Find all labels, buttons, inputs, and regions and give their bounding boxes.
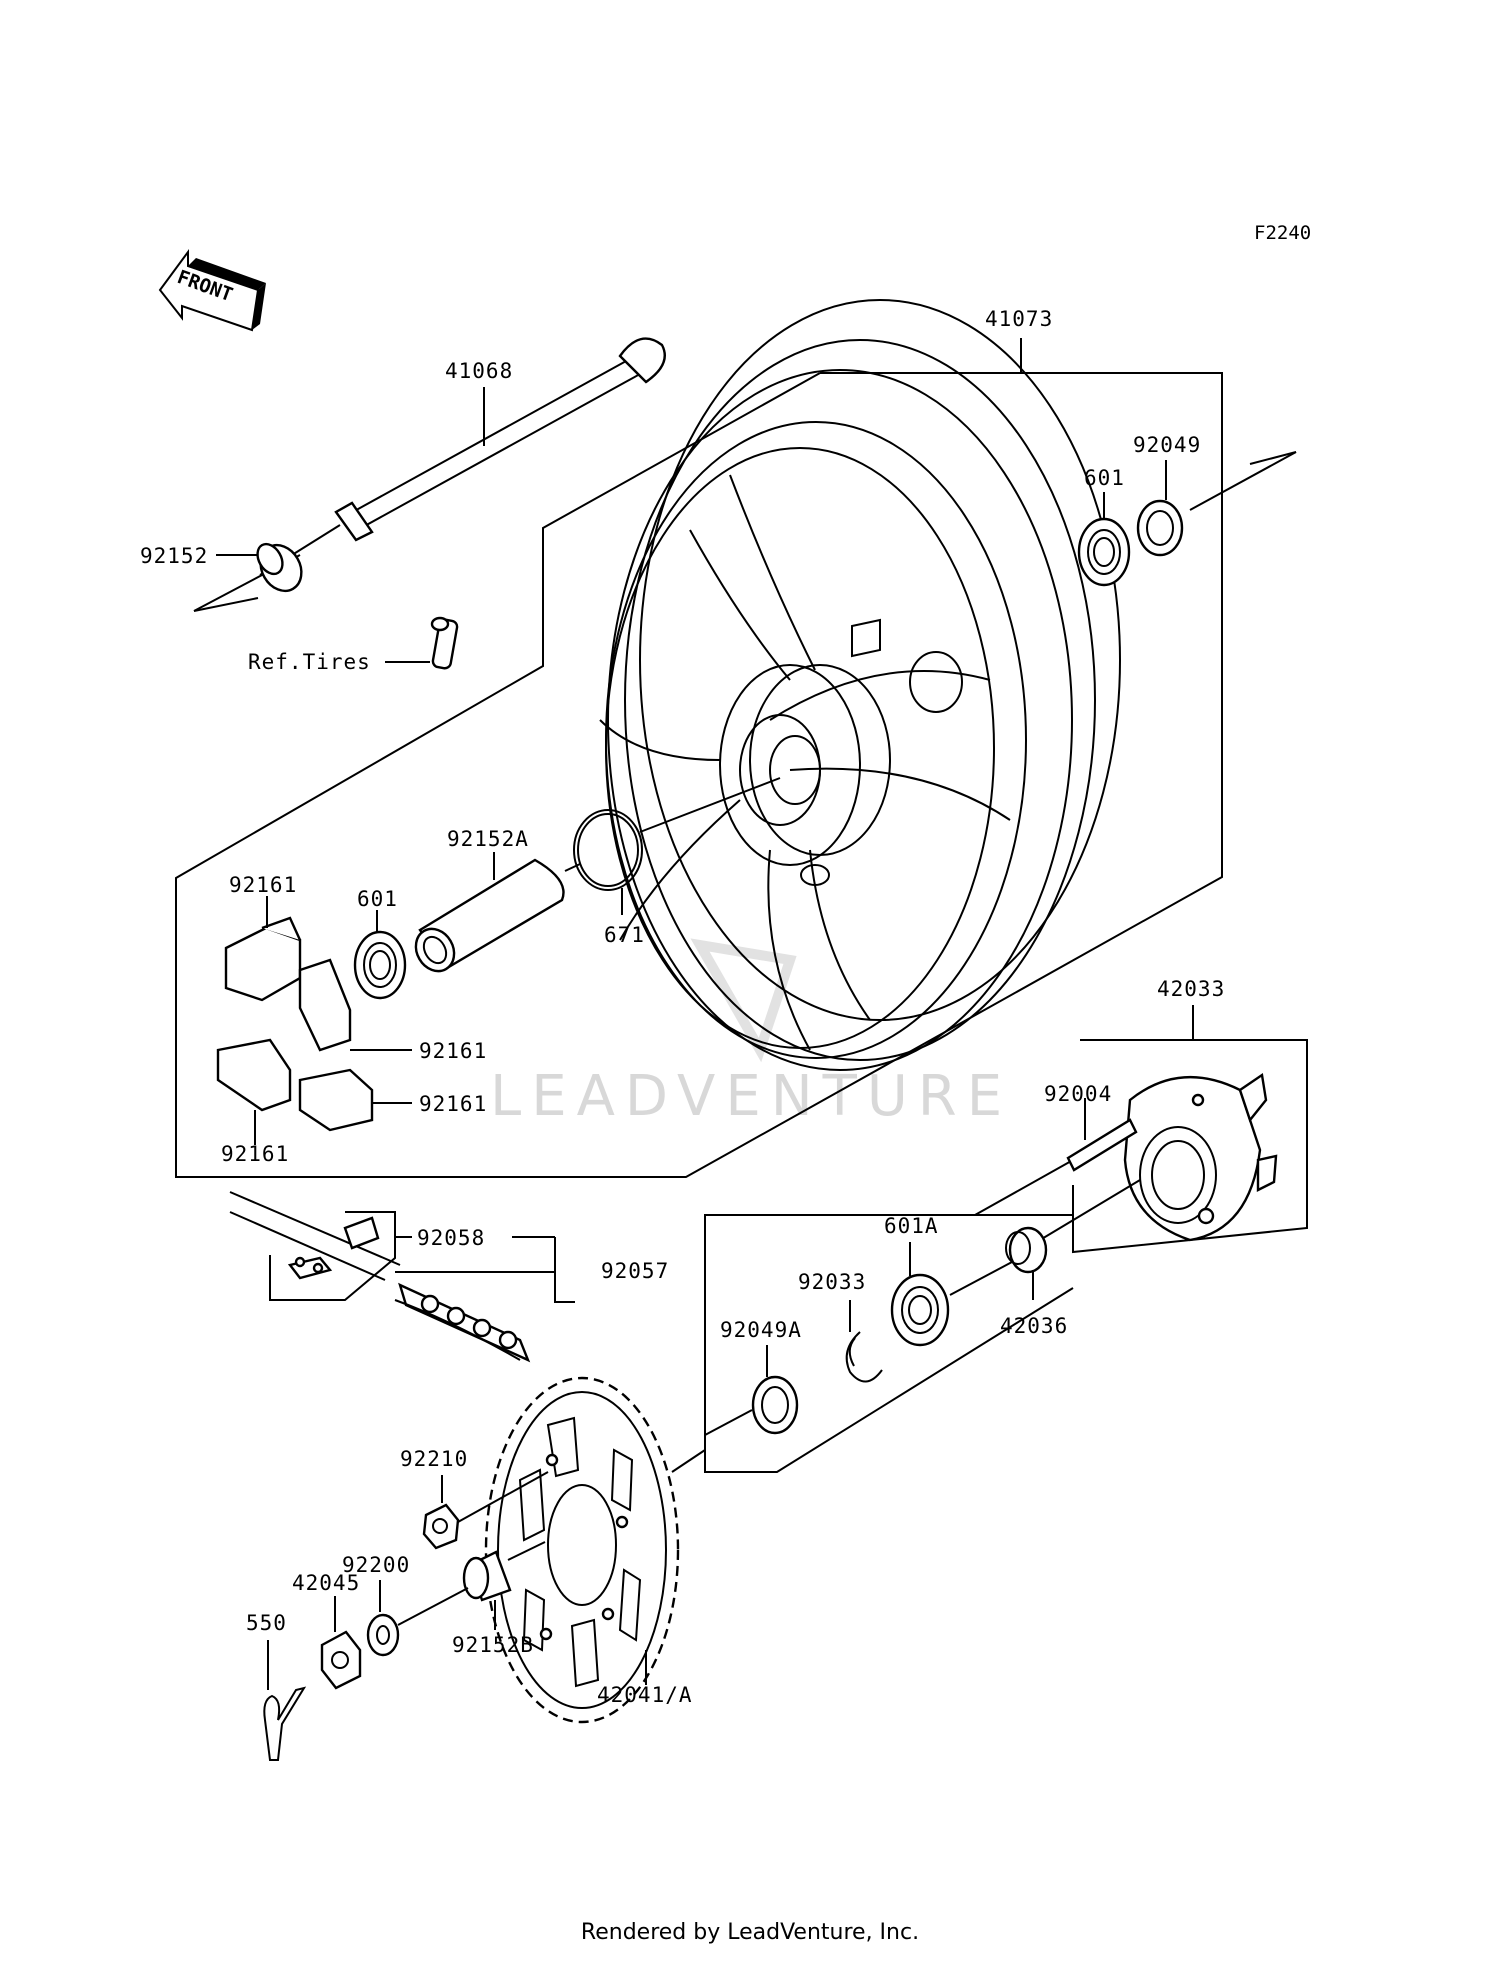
oil-seal-92049A xyxy=(704,1345,799,1436)
collar-42036 xyxy=(949,1226,1048,1300)
o-ring-671 xyxy=(564,777,781,915)
bearing-601-top xyxy=(1077,492,1131,587)
castle-nut-42045 xyxy=(320,1596,362,1690)
label-92033: 92033 xyxy=(798,1270,866,1294)
label-92161-d: 92161 xyxy=(221,1142,289,1166)
label-601-top: 601 xyxy=(1084,466,1125,490)
collar-92152B xyxy=(462,1541,546,1630)
label-92210: 92210 xyxy=(400,1447,468,1471)
label-ref-tires: Ref.Tires xyxy=(248,650,371,674)
stud-92004 xyxy=(1066,1098,1138,1172)
bearing-601A xyxy=(890,1242,950,1347)
label-601-left: 601 xyxy=(357,887,398,911)
label-601A: 601A xyxy=(884,1214,939,1238)
label-92200: 92200 xyxy=(342,1553,410,1577)
label-92152B: 92152B xyxy=(452,1633,534,1657)
dampers-92161 xyxy=(216,896,412,1145)
hub-assembly-box xyxy=(704,1005,1308,1473)
washer-92200 xyxy=(366,1580,469,1657)
label-92049A: 92049A xyxy=(720,1318,802,1342)
oil-seal-92049 xyxy=(1136,451,1297,557)
label-92004: 92004 xyxy=(1044,1082,1112,1106)
label-92058: 92058 xyxy=(417,1226,485,1250)
collar-92152 xyxy=(216,542,303,593)
label-92057: 92057 xyxy=(601,1259,669,1283)
label-550: 550 xyxy=(246,1611,287,1635)
cotter-pin-550 xyxy=(263,1640,307,1761)
label-92049: 92049 xyxy=(1133,433,1201,457)
label-92161-a: 92161 xyxy=(229,873,297,897)
drive-chain-92057 xyxy=(229,1191,575,1363)
label-41073: 41073 xyxy=(985,307,1053,331)
watermark: LEADVENTURE xyxy=(490,938,1012,1129)
collar-92152A xyxy=(414,852,565,973)
circlip-92033 xyxy=(845,1300,883,1383)
rear-wheel-41073 xyxy=(599,299,1121,1071)
rear-sprocket-42041A xyxy=(484,1376,706,1724)
figure-code: F2240 xyxy=(1254,222,1312,244)
sprocket-hub-42033 xyxy=(1039,1072,1278,1242)
front-arrow-icon: FRONT xyxy=(158,248,266,332)
wheel-assembly-box xyxy=(175,338,1223,1178)
label-92161-b: 92161 xyxy=(419,1039,487,1063)
label-92152: 92152 xyxy=(140,544,208,568)
label-42041A: 42041/A xyxy=(597,1683,693,1707)
bearing-601-left xyxy=(353,910,407,1000)
watermark-text: LEADVENTURE xyxy=(490,1064,1012,1129)
label-92161-c: 92161 xyxy=(419,1092,487,1116)
label-42045: 42045 xyxy=(292,1571,360,1595)
label-92152A: 92152A xyxy=(447,827,529,851)
part-labels: 41073 41068 92152 Ref.Tires 601 92049 92… xyxy=(140,307,1225,1707)
nut-92210 xyxy=(422,1471,549,1550)
label-42036: 42036 xyxy=(1000,1314,1068,1338)
tire-valve-icon xyxy=(385,616,459,670)
label-41068: 41068 xyxy=(445,359,513,383)
label-671: 671 xyxy=(604,923,645,947)
label-42033: 42033 xyxy=(1157,977,1225,1001)
axle-41068 xyxy=(193,337,666,612)
footer-credit: Rendered by LeadVenture, Inc. xyxy=(580,1920,920,1945)
